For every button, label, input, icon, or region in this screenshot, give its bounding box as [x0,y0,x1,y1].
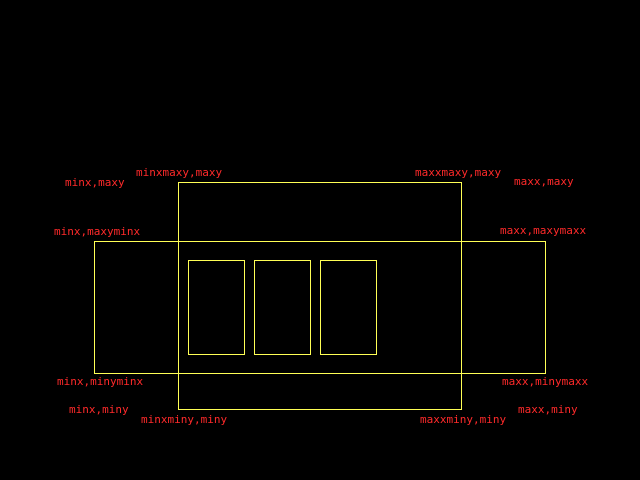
label-wide-top-left: minx,maxyminx [54,225,140,238]
wide-rectangle [94,241,546,374]
label-tall-bottom-right: maxxminy,miny [420,413,506,426]
label-wide-bottom-left: minx,minyminx [57,375,143,388]
label-wide-top-right: maxx,maxymaxx [500,224,586,237]
label-corner-bottom-left: minx,miny [69,403,129,416]
label-tall-top-right: maxxmaxy,maxy [415,166,501,179]
label-tall-top-left: minxmaxy,maxy [136,166,222,179]
label-corner-top-right: maxx,maxy [514,175,574,188]
label-tall-bottom-left: minxminy,miny [141,413,227,426]
tall-rectangle [178,182,462,410]
label-wide-bottom-right: maxx,minymaxx [502,375,588,388]
label-corner-bottom-right: maxx,miny [518,403,578,416]
inner-box-1 [188,260,245,355]
label-corner-top-left: minx,maxy [65,176,125,189]
inner-box-2 [254,260,311,355]
inner-box-3 [320,260,377,355]
